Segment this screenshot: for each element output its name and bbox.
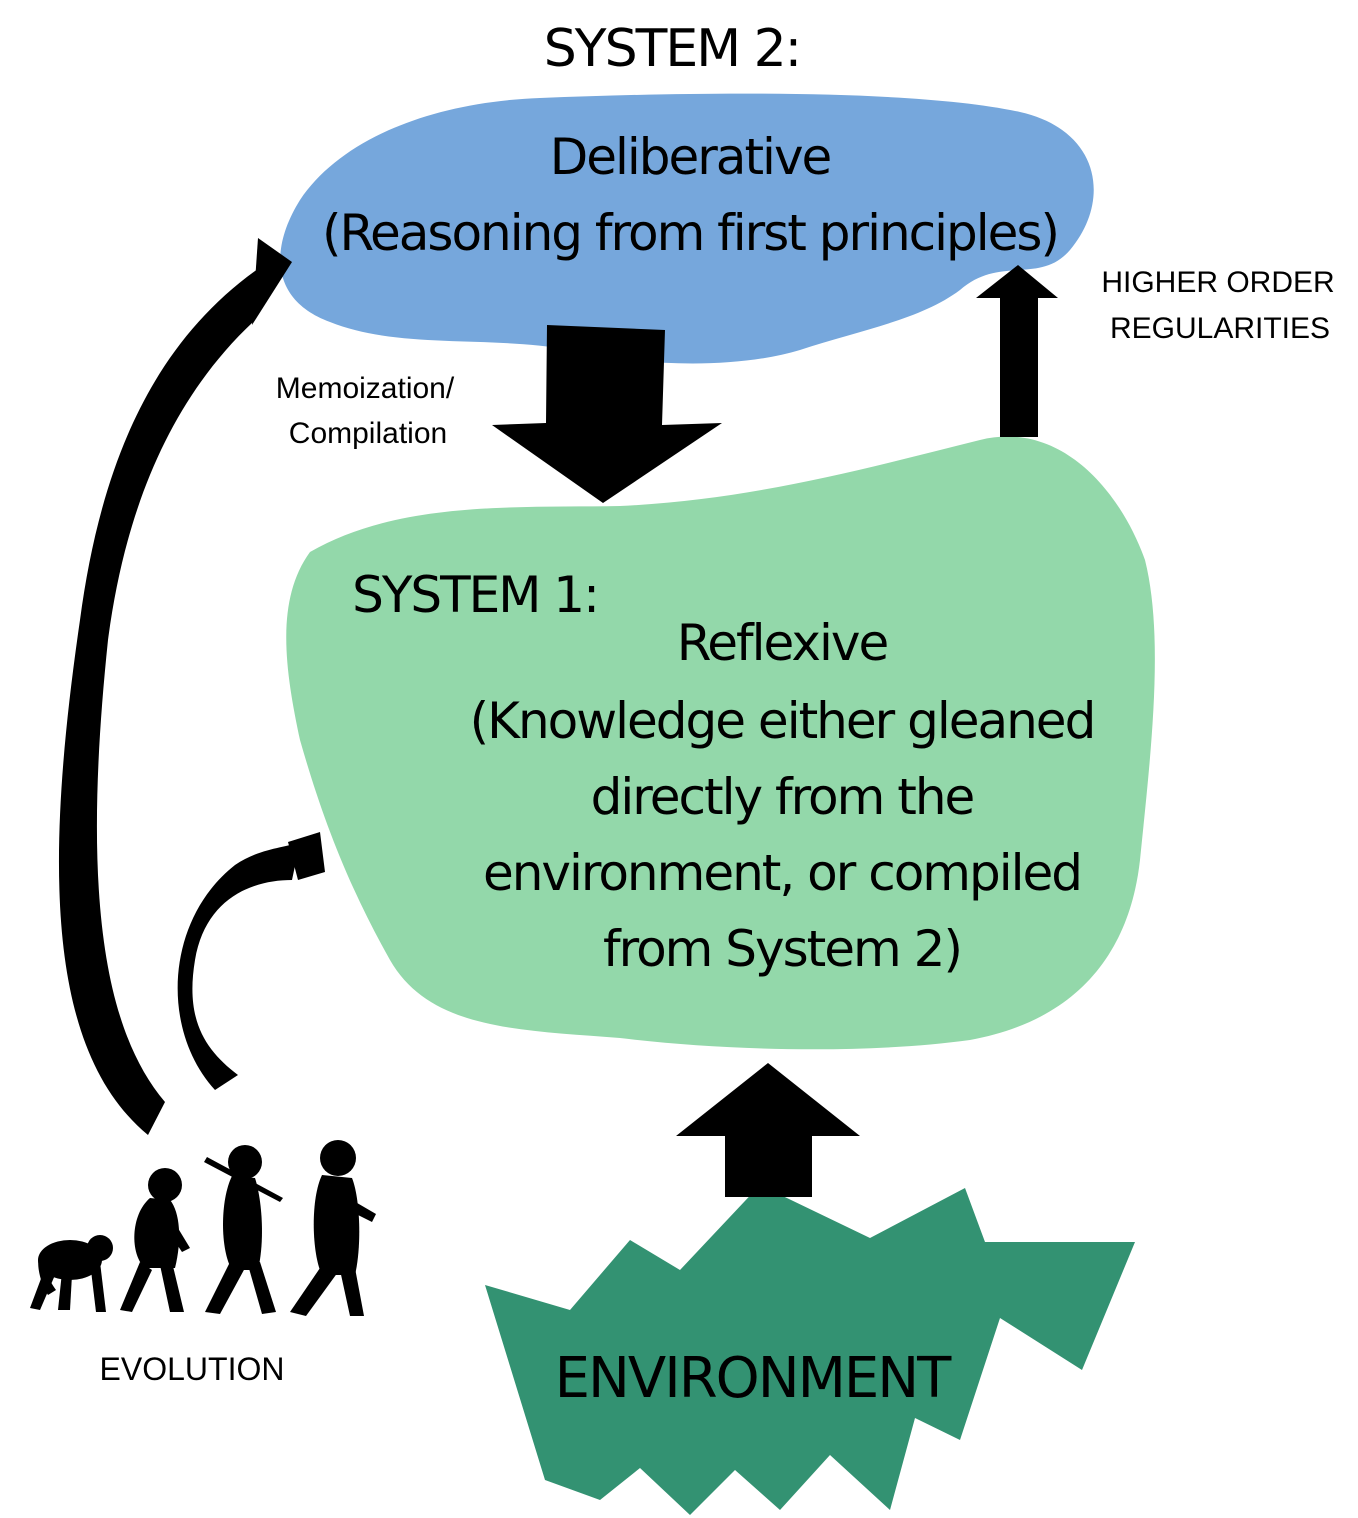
ape-silhouette-icon (30, 1235, 113, 1312)
system1-description-line3: environment, or compiled (483, 844, 1081, 902)
memoization-label-line2: Compilation (289, 417, 447, 450)
evolution-to-system2-arrow (58, 262, 269, 1135)
environment-arrow (676, 1063, 860, 1197)
system1-description-line4: from System 2) (603, 920, 961, 978)
system2-subtitle: (Reasoning from first principles) (322, 204, 1058, 262)
upright-human-silhouette-icon (290, 1140, 376, 1316)
evolution-label: EVOLUTION (100, 1351, 285, 1387)
higher-order-label-line1: HIGHER ORDER (1101, 266, 1334, 299)
early-hominid-silhouette-icon (120, 1168, 190, 1312)
evolution-to-system1-arrow (177, 842, 300, 1090)
hominid-with-stick-silhouette-icon (204, 1145, 283, 1314)
human-evolution-silhouettes-icon (30, 1140, 376, 1316)
evolution-to-system2-arrowhead (252, 238, 292, 325)
environment-label: ENVIRONMENT (555, 1346, 953, 1411)
memoization-label-line1: Memoization/ (276, 372, 455, 405)
higher-order-label-line2: REGULARITIES (1110, 312, 1330, 345)
system2-heading: SYSTEM 2: (544, 19, 800, 79)
system1-blob (286, 436, 1155, 1050)
system1-title: Reflexive (677, 614, 888, 672)
system1-heading: SYSTEM 1: (352, 566, 598, 624)
system1-description-line1: (Knowledge either gleaned (470, 692, 1095, 750)
system2-blob (280, 93, 1094, 364)
evolution-to-system1-arrowhead (288, 832, 325, 880)
system2-title: Deliberative (550, 128, 831, 186)
system1-description-line2: directly from the (591, 768, 974, 826)
environment-shape (485, 1185, 1135, 1515)
memoization-arrow (492, 325, 722, 503)
higher-order-arrow (976, 265, 1058, 437)
